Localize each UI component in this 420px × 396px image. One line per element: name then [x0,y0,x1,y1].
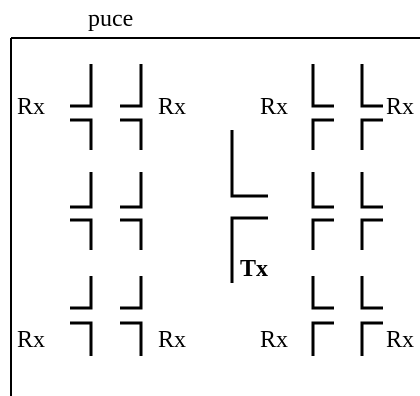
antenna-pair-r2-c1 [70,172,93,250]
tx-label: Tx [240,256,269,282]
chip-title: puce [88,6,134,32]
rx-label-bottom-center-right: Rx [260,327,289,353]
antenna-pair-r2-c4 [360,172,383,250]
rx-label-top-center-left: Rx [158,94,187,120]
antenna-pair-r3-c2 [120,276,143,356]
rx-label-top-center-right: Rx [260,94,289,120]
antenna-pair-r3-c4 [360,276,383,356]
antenna-pair-r1-c2 [120,64,143,150]
rx-label-top-left: Rx [17,94,46,120]
tx-antenna [230,130,268,283]
antenna-pair-r1-c3 [311,64,334,150]
rx-label-top-right: Rx [386,94,415,120]
rx-label-bottom-center-left: Rx [158,327,187,353]
antenna-pair-r1-c1 [70,64,93,150]
rx-label-bottom-left: Rx [17,327,46,353]
antenna-pair-r2-c2 [120,172,143,250]
antenna-pair-r3-c3 [311,276,334,356]
rx-label-bottom-right: Rx [386,327,415,353]
antenna-pair-r2-c3 [311,172,334,250]
antenna-pair-r1-c4 [360,64,383,150]
antenna-pair-r3-c1 [70,276,93,356]
